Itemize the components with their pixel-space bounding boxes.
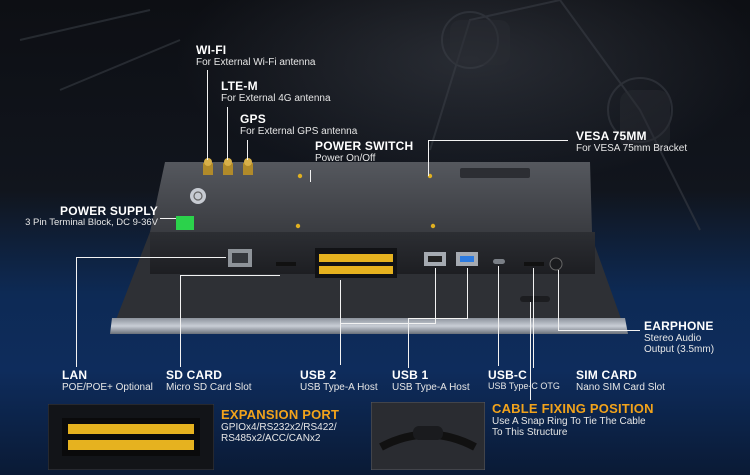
sim-card-desc: Nano SIM Card Slot xyxy=(576,382,665,394)
cable-fixing-structure xyxy=(520,296,550,302)
sim-card-callout: SIM CARD Nano SIM Card Slot xyxy=(576,368,665,394)
cable-fixing-desc-1: Use A Snap Ring To Tie The Cable xyxy=(492,416,646,428)
usbc-line xyxy=(498,266,499,366)
usb1-line-h xyxy=(408,318,468,319)
usbc-port xyxy=(493,259,505,264)
expansion-port-closeup xyxy=(48,404,214,470)
gps-desc: For External GPS antenna xyxy=(240,126,358,138)
power-switch-title: POWER SWITCH xyxy=(315,139,414,153)
sd-card-desc: Micro SD Card Slot xyxy=(166,382,252,394)
sd-card-callout: SD CARD Micro SD Card Slot xyxy=(166,368,252,394)
device-back-housing xyxy=(150,162,592,232)
lan-line-h xyxy=(76,257,226,258)
sim-card-slot xyxy=(524,262,544,266)
power-switch-desc: Power On/Off xyxy=(315,153,376,165)
terminal-block xyxy=(176,216,194,230)
earphone-line-v xyxy=(558,270,559,330)
sd-card-title: SD CARD xyxy=(166,368,223,382)
cable-fixing-callout: CABLE FIXING POSITION Use A Snap Ring To… xyxy=(492,401,654,439)
usb2-desc: USB Type-A Host xyxy=(300,382,378,394)
vesa-line-h xyxy=(428,140,568,141)
power-supply-line xyxy=(160,218,176,219)
earphone-desc-2: Output (3.5mm) xyxy=(644,344,715,356)
vesa-desc: For VESA 75mm Bracket xyxy=(576,143,688,155)
usb2-line-v xyxy=(340,280,341,365)
cable-line xyxy=(530,302,531,400)
power-icon xyxy=(193,191,203,201)
earphone-callout: EARPHONE Stereo Audio Output (3.5mm) xyxy=(644,319,715,356)
sim-line xyxy=(533,268,534,368)
lan-callout: LAN POE/POE+ Optional xyxy=(62,368,153,394)
sim-card-title: SIM CARD xyxy=(576,368,637,382)
earphone-jack xyxy=(549,257,563,271)
usb2-callout: USB 2 USB Type-A Host xyxy=(300,368,378,394)
usb2-title: USB 2 xyxy=(300,368,337,382)
gps-callout: GPS For External GPS antenna xyxy=(240,112,358,138)
usb2-line-h xyxy=(340,323,436,324)
expansion-callout: EXPANSION PORT GPIOx4/RS232x2/RS422/ RS4… xyxy=(221,407,340,445)
wifi-line xyxy=(207,70,208,160)
power-supply-title: POWER SUPPLY xyxy=(60,204,158,218)
antenna-connectors xyxy=(203,158,253,175)
cable-fixing-title: CABLE FIXING POSITION xyxy=(492,401,654,416)
expansion-title: EXPANSION PORT xyxy=(221,407,340,422)
usb1-title: USB 1 xyxy=(392,368,429,382)
sd-card-slot xyxy=(276,262,296,266)
sd-line-h xyxy=(180,275,280,276)
wifi-desc: For External Wi-Fi antenna xyxy=(196,57,316,69)
wifi-callout: WI-FI For External Wi-Fi antenna xyxy=(196,43,316,69)
gps-title: GPS xyxy=(240,112,266,126)
sd-line-v xyxy=(180,275,181,367)
device-bezel-edge xyxy=(110,318,628,334)
usbc-callout: USB-C USB Type-C OTG xyxy=(488,368,560,392)
power-switch-callout: POWER SWITCH Power On/Off xyxy=(315,139,414,165)
robot-arm-backdrop xyxy=(19,0,701,231)
expansion-desc-2: RS485x2/ACC/CANx2 xyxy=(221,433,321,445)
vesa-line-v xyxy=(428,140,429,176)
lan-title: LAN xyxy=(62,368,88,382)
lan-desc: POE/POE+ Optional xyxy=(62,382,153,394)
power-supply-desc: 3 Pin Terminal Block, DC 9-36V xyxy=(25,217,158,229)
vesa-title: VESA 75MM xyxy=(576,129,647,143)
usb1-callout: USB 1 USB Type-A Host xyxy=(392,368,470,394)
ltem-title: LTE-M xyxy=(221,79,258,93)
usb2-line-v2 xyxy=(435,268,436,323)
ltem-line xyxy=(227,107,228,160)
usb1-line-v xyxy=(467,268,468,318)
cable-fixing-closeup xyxy=(371,402,485,470)
expansion-pins xyxy=(319,254,393,274)
ltem-callout: LTE-M For External 4G antenna xyxy=(221,79,331,105)
lan-line-v xyxy=(76,257,77,367)
power-button xyxy=(190,188,206,204)
power-switch-line xyxy=(310,170,311,182)
cable-fixing-desc-2: To This Structure xyxy=(492,427,568,439)
ltem-desc: For External 4G antenna xyxy=(221,93,331,105)
vesa-callout: VESA 75MM For VESA 75mm Bracket xyxy=(576,129,688,155)
usbc-title: USB-C xyxy=(488,368,527,382)
expansion-desc-1: GPIOx4/RS232x2/RS422/ xyxy=(221,422,337,434)
usbc-desc: USB Type-C OTG xyxy=(488,381,560,392)
earphone-desc-1: Stereo Audio xyxy=(644,333,702,345)
usb1-line-v2 xyxy=(408,318,409,368)
usb1-desc: USB Type-A Host xyxy=(392,382,470,394)
power-supply-callout: POWER SUPPLY 3 Pin Terminal Block, DC 9-… xyxy=(22,204,158,229)
gps-line xyxy=(247,140,248,160)
wifi-title: WI-FI xyxy=(196,43,227,57)
earphone-title: EARPHONE xyxy=(644,319,714,333)
earphone-line-h xyxy=(558,330,640,331)
speaker-grille xyxy=(460,168,530,178)
